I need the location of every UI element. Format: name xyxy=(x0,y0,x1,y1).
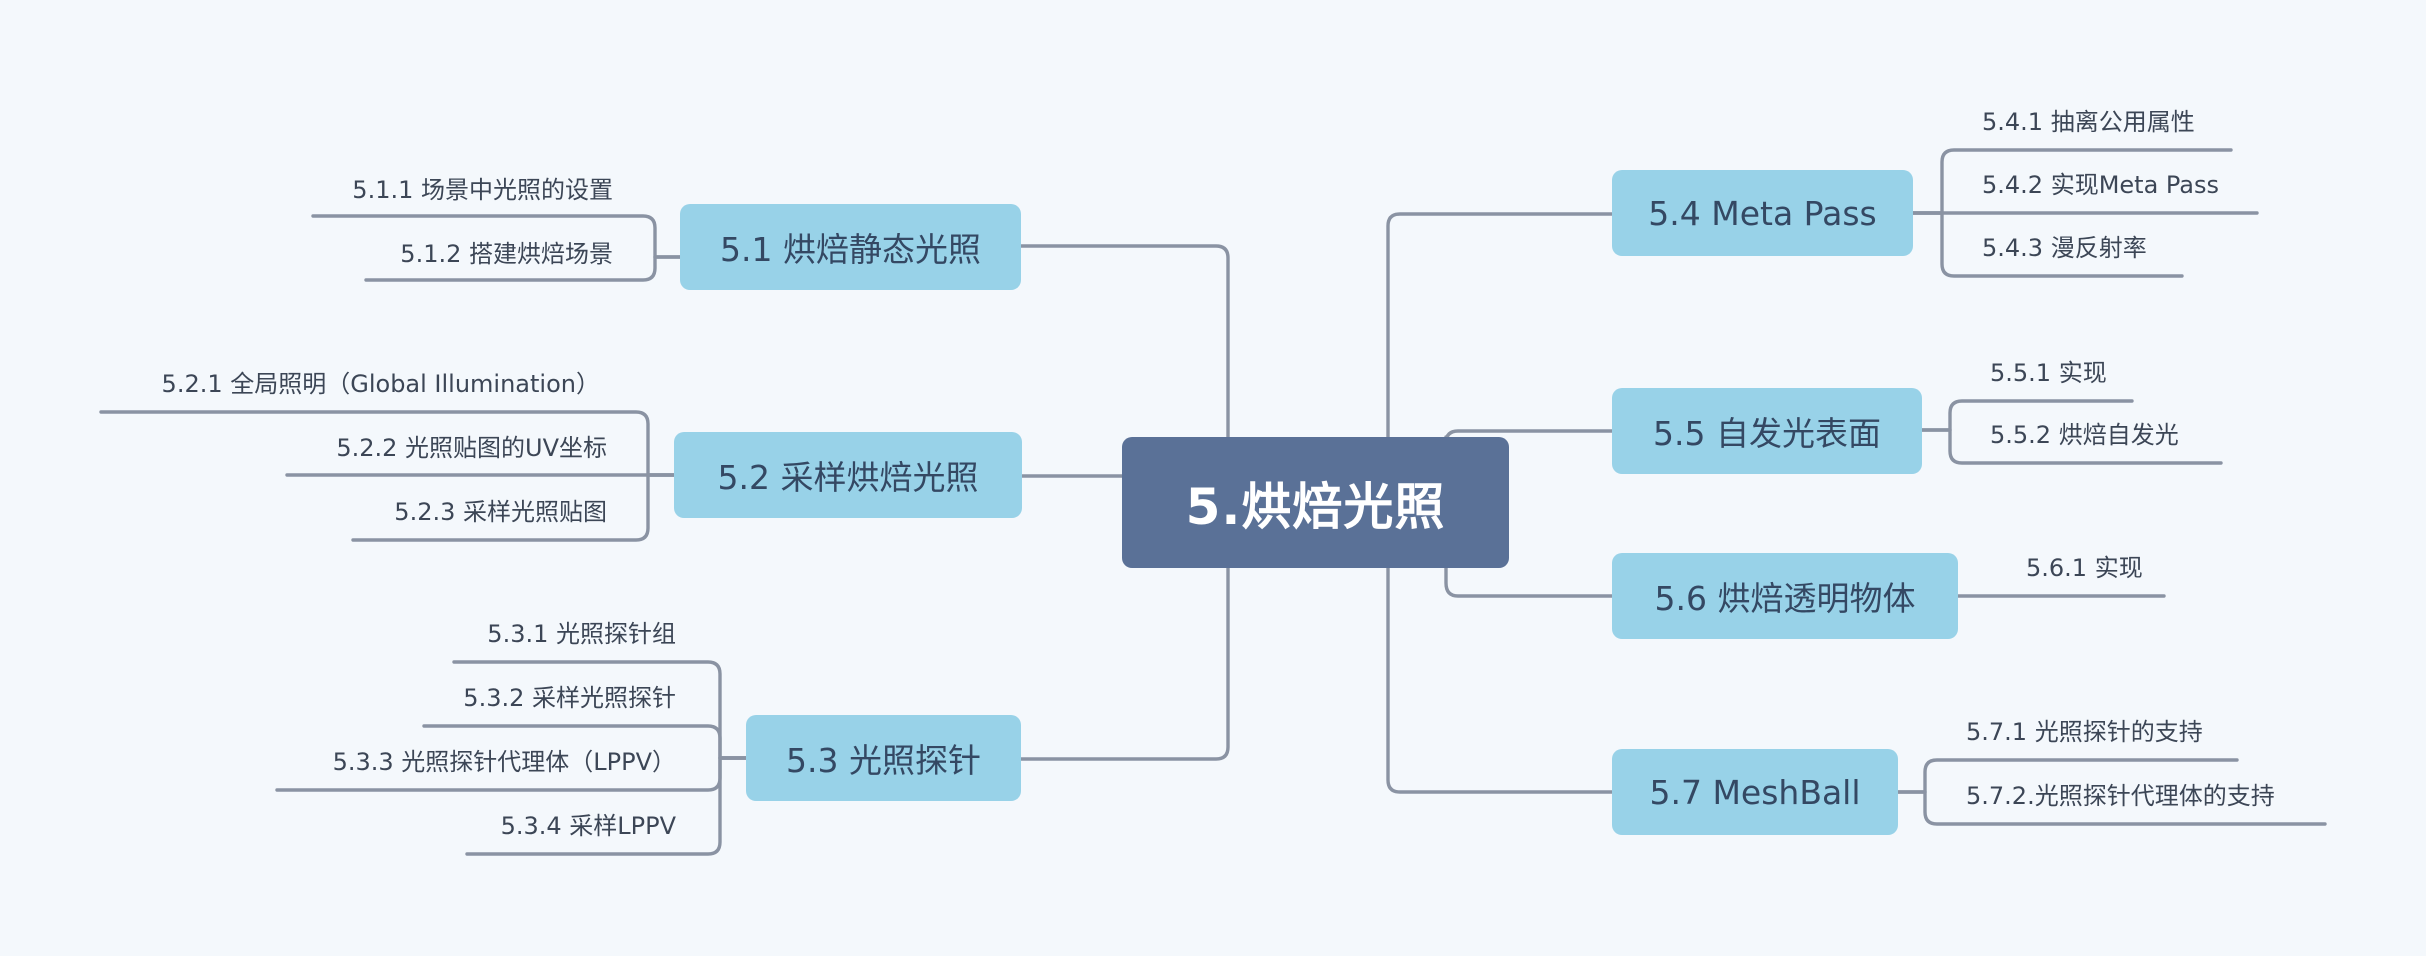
branch-5-2[interactable]: 5.2 采样烘焙光照 xyxy=(674,432,1022,518)
leaf-5-3-2[interactable]: 5.3.2 采样光照探针 xyxy=(463,684,676,712)
branch-5-4[interactable]: 5.4 Meta Pass xyxy=(1612,170,1913,256)
branch-5-6[interactable]: 5.6 烘焙透明物体 xyxy=(1612,553,1958,639)
branch-5-7[interactable]: 5.7 MeshBall xyxy=(1612,749,1898,835)
connector-5-3-2 xyxy=(422,724,748,760)
branch-5-5[interactable]: 5.5 自发光表面 xyxy=(1612,388,1922,474)
leaf-5-2-1[interactable]: 5.2.1 全局照明（Global Illumination） xyxy=(161,370,600,398)
leaf-5-4-2[interactable]: 5.4.2 实现Meta Pass xyxy=(1982,171,2220,199)
connector-5-3-1 xyxy=(452,660,748,760)
connector-5-7-1 xyxy=(1896,758,2239,794)
leaf-5-4-3[interactable]: 5.4.3 漫反射率 xyxy=(1982,234,2147,262)
connector-5-5-2 xyxy=(1920,428,2223,465)
leaf-5-1-2[interactable]: 5.1.2 搭建烘焙场景 xyxy=(400,240,613,268)
connector-root-5-6 xyxy=(1444,566,1614,598)
leaf-5-2-2[interactable]: 5.2.2 光照贴图的UV坐标 xyxy=(336,434,607,462)
leaf-5-3-1[interactable]: 5.3.1 光照探针组 xyxy=(487,620,676,648)
connector-root-5-4 xyxy=(1386,212,1614,439)
connector-5-4-1 xyxy=(1911,148,2233,215)
root-topic[interactable]: 5.烘焙光照 xyxy=(1122,437,1509,568)
connector-5-5-1 xyxy=(1920,399,2134,432)
connector-5-7-2 xyxy=(1896,790,2327,826)
leaf-5-7-1[interactable]: 5.7.1 光照探针的支持 xyxy=(1966,718,2203,746)
connector-5-4-3 xyxy=(1911,211,2184,278)
leaf-5-6-1[interactable]: 5.6.1 实现 xyxy=(2026,554,2143,582)
connector-5-2-3 xyxy=(351,473,676,542)
leaf-5-1-1[interactable]: 5.1.1 场景中光照的设置 xyxy=(352,176,613,204)
leaf-5-5-1[interactable]: 5.5.1 实现 xyxy=(1990,359,2107,387)
branch-5-3[interactable]: 5.3 光照探针 xyxy=(746,715,1021,801)
connector-5-3-4 xyxy=(465,756,748,856)
leaf-5-5-2[interactable]: 5.5.2 烘焙自发光 xyxy=(1990,421,2179,449)
leaf-5-7-2[interactable]: 5.7.2.光照探针代理体的支持 xyxy=(1966,782,2275,810)
connector-root-5-7 xyxy=(1386,566,1614,794)
branch-5-1[interactable]: 5.1 烘焙静态光照 xyxy=(680,204,1021,290)
leaf-5-3-4[interactable]: 5.3.4 采样LPPV xyxy=(500,812,676,840)
connector-5-2-1 xyxy=(99,410,676,477)
connector-root-5-1 xyxy=(1019,244,1230,439)
connector-5-1-2 xyxy=(364,255,682,282)
leaf-5-3-3[interactable]: 5.3.3 光照探针代理体（LPPV） xyxy=(332,748,676,776)
leaf-5-2-3[interactable]: 5.2.3 采样光照贴图 xyxy=(394,498,607,526)
connector-5-1-1 xyxy=(311,214,682,259)
connector-root-5-3 xyxy=(1019,566,1230,761)
leaf-5-4-1[interactable]: 5.4.1 抽离公用属性 xyxy=(1982,108,2195,136)
